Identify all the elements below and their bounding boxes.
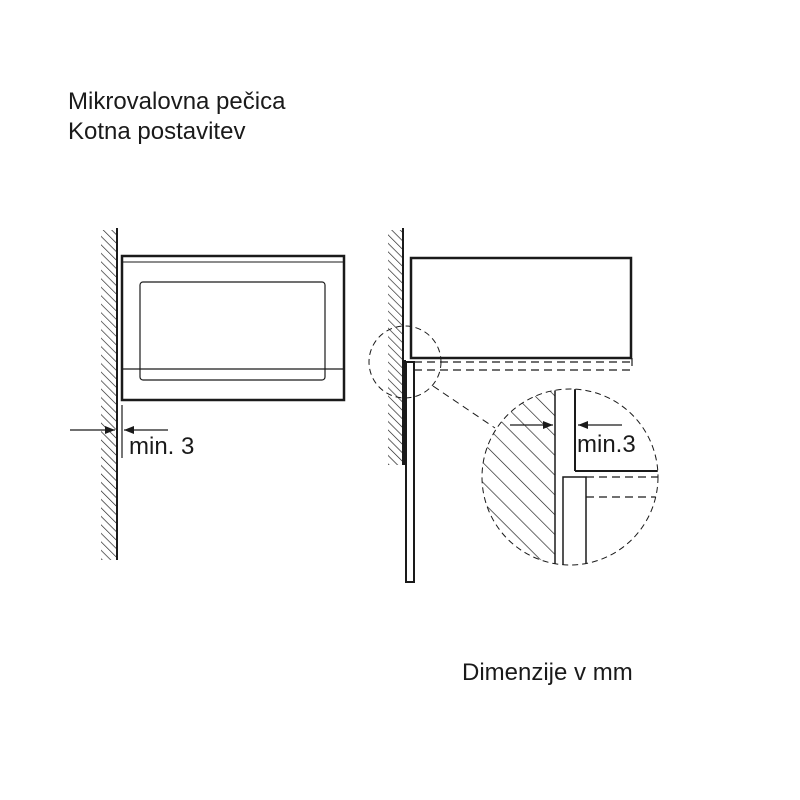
units-note: Dimenzije v mm xyxy=(462,659,633,686)
wall-hatching xyxy=(101,230,117,560)
title-line-2: Kotna postavitev xyxy=(68,118,246,145)
cabinet-side-panel xyxy=(405,361,415,583)
detail-dimension-label: min.3 xyxy=(577,431,636,458)
side-view xyxy=(368,228,659,583)
front-view xyxy=(70,228,346,560)
wall-hatching xyxy=(388,230,403,465)
detail-marker-circle xyxy=(368,325,442,399)
detail-magnified xyxy=(481,388,659,566)
front-dimension-label: min. 3 xyxy=(129,433,195,460)
microwave-door-window xyxy=(139,281,326,381)
microwave-side xyxy=(409,256,633,360)
detail-circle xyxy=(481,388,659,566)
microwave-front xyxy=(120,254,346,402)
title-line-1: Mikrovalovna pečica xyxy=(68,88,286,115)
